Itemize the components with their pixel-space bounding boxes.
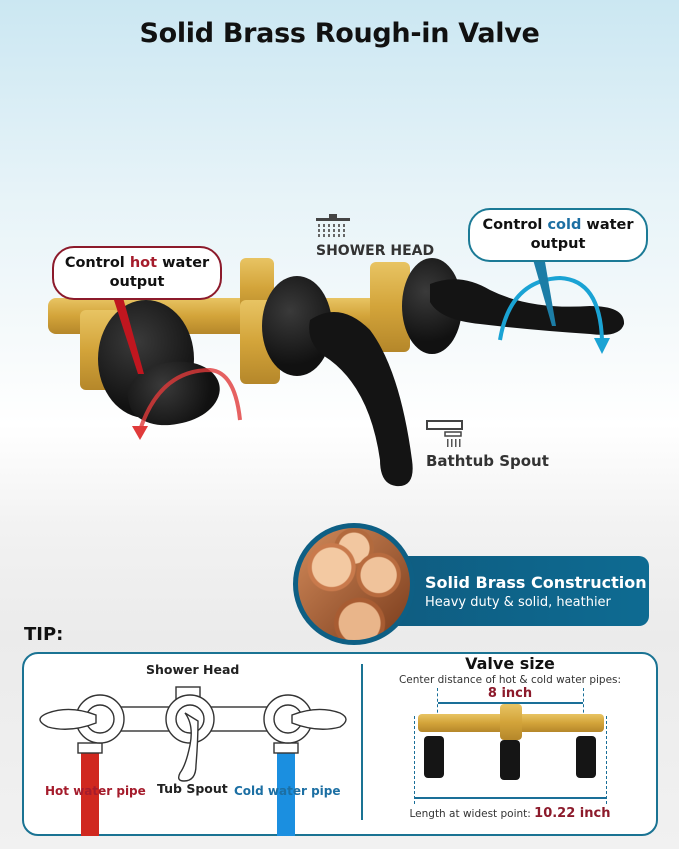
widest-length-line (415, 797, 606, 799)
hot-pipe-label: Hot water pipe (45, 784, 146, 798)
tip-box (22, 652, 658, 836)
tip-divider (361, 664, 363, 820)
cold-pointer-icon (532, 256, 556, 326)
page-title: Solid Brass Rough-in Valve (139, 18, 540, 49)
bathtub-spout-label: Bathtub Spout (426, 452, 549, 470)
hot-water-pipe (81, 752, 99, 836)
hot-water-callout: Control hot water output (52, 246, 222, 300)
shower-head-label: SHOWER HEAD (316, 243, 435, 259)
center-distance-value: 8 inch (487, 686, 533, 701)
diagram-tub-spout-label: Tub Spout (157, 781, 228, 796)
width-dim-left-guide (414, 716, 415, 804)
cold-water-callout: Control cold water output (468, 208, 648, 262)
hot-rotation-arrow-icon (132, 367, 242, 440)
center-dim-left-guide (437, 688, 438, 718)
cold-water-pipe (277, 752, 295, 836)
cold-rotation-arrow-icon (498, 275, 610, 354)
shower-head-icon (316, 214, 350, 237)
valve-size-subtitle: Center distance of hot & cold water pipe… (398, 674, 622, 686)
hot-highlight: hot (129, 255, 158, 271)
valve-line-diagram (39, 686, 347, 782)
tip-label: TIP: (24, 624, 64, 645)
widest-length: Length at widest point: 10.22 inch (409, 806, 611, 821)
construction-title: Solid Brass Construction (425, 573, 647, 592)
cold-highlight: cold (547, 217, 582, 233)
center-dim-right-guide (583, 688, 584, 718)
right-handle (430, 279, 625, 335)
valve-cartridge-left (424, 736, 444, 778)
bathtub-spout-icon (426, 420, 463, 447)
construction-subtitle: Heavy duty & solid, heathier (425, 595, 611, 610)
copper-rods-image (293, 523, 415, 645)
product-image (48, 256, 625, 487)
width-dim-right-guide (606, 716, 607, 804)
diagram-shower-head-label: Shower Head (146, 662, 240, 677)
valve-cartridge-right (576, 736, 596, 778)
hot-pointer-icon (112, 294, 144, 374)
cold-pipe-label: Cold water pipe (234, 784, 341, 798)
valve-size-title: Valve size (465, 654, 555, 673)
center-distance-line (438, 702, 583, 704)
widest-length-value: 10.22 inch (534, 806, 611, 821)
valve-cartridge-center (500, 740, 520, 780)
valve-photo-center-outlet (500, 704, 522, 740)
center-handle (309, 312, 413, 487)
